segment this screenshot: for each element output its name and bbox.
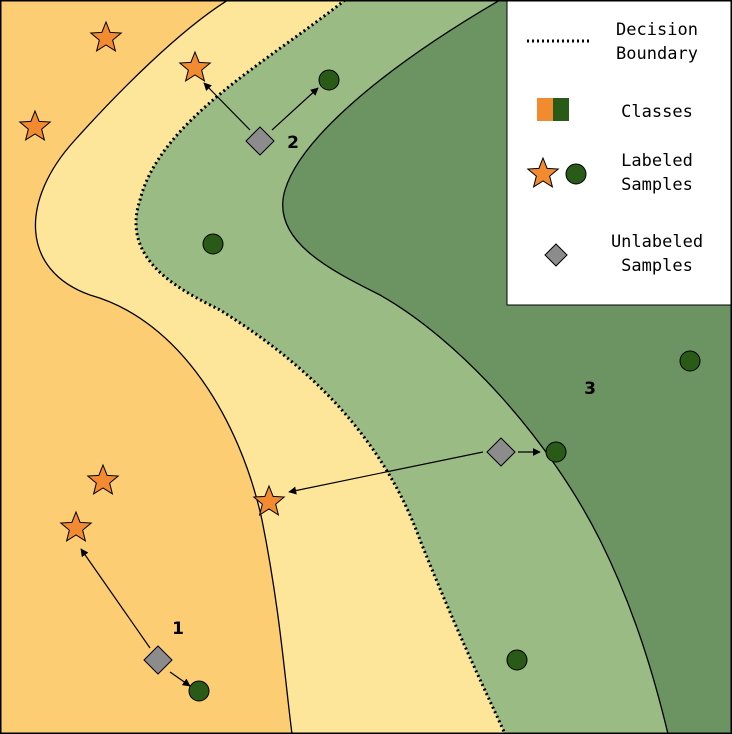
legend-classes-label: Classes (621, 102, 693, 122)
orange-class-swatch-icon (537, 98, 553, 121)
star-icon (178, 50, 212, 83)
star-icon (18, 109, 52, 142)
circle-icon (188, 680, 210, 702)
circle-icon (545, 441, 567, 463)
star-icon (86, 463, 120, 496)
legend-box (506, 0, 732, 306)
arrow-to-star (80, 548, 151, 649)
region-label-1: 1 (172, 619, 184, 639)
legend-circle-icon (565, 163, 587, 185)
star-icon (252, 484, 286, 517)
circle-icon (202, 233, 224, 255)
region-label-2: 2 (287, 133, 299, 153)
diamond-icon (143, 645, 173, 675)
diamond-icon (486, 437, 516, 467)
star-icon (59, 510, 93, 543)
star-icon (89, 20, 123, 53)
decision-boundary-line (134, 1, 507, 733)
arrow-to-circle (169, 671, 191, 687)
arrow-to-circle (271, 87, 319, 131)
legend-unlabeled-label-line1: Unlabeled (611, 232, 703, 252)
diamond-icon (245, 126, 275, 156)
legend-labeled-label-line1: Labeled (621, 151, 693, 171)
legend-unlabeled-label-line2: Samples (621, 256, 693, 276)
legend-boundary-label-line2: Boundary (616, 44, 698, 64)
circle-icon (679, 350, 701, 372)
legend-boundary-label-line1: Decision (616, 20, 698, 40)
legend-star-icon (526, 156, 560, 189)
class-boundary-line (34, 1, 293, 733)
class-boundary-line (282, 1, 669, 733)
legend-diamond-icon (544, 243, 568, 267)
arrow-to-star (288, 451, 484, 495)
green-class-swatch-icon (553, 98, 569, 121)
legend-labeled-label-line2: Samples (621, 175, 693, 195)
circle-icon (506, 649, 528, 671)
circle-icon (318, 69, 340, 91)
arrow-to-star (203, 82, 251, 131)
region-label-3: 3 (584, 379, 596, 399)
legend: Decision Boundary Classes Labeled Sample… (506, 0, 732, 306)
